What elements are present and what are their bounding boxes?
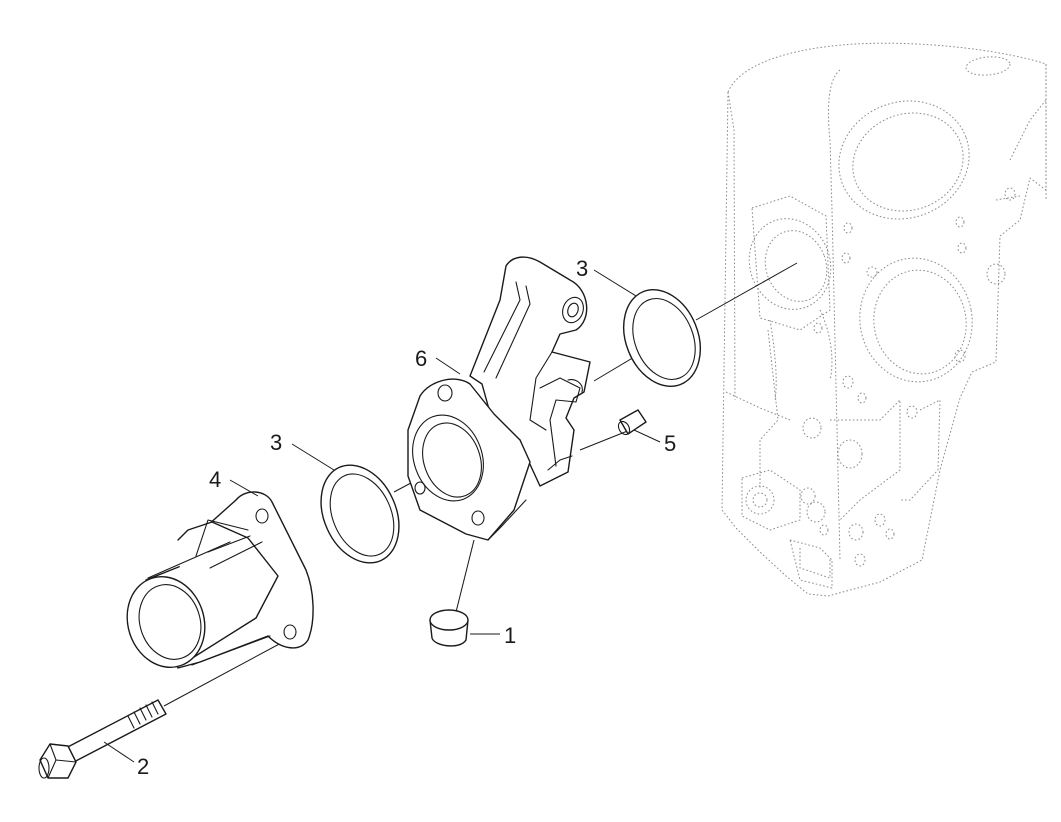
callout-3-right: 3 bbox=[576, 256, 588, 281]
plug-part-1 bbox=[429, 609, 469, 647]
callout-3-left: 3 bbox=[270, 430, 282, 455]
seal-ring-left bbox=[320, 464, 400, 564]
callout-4: 4 bbox=[209, 467, 221, 492]
housing-part-6 bbox=[407, 256, 591, 541]
dowel-pin-part-5 bbox=[617, 409, 647, 436]
outlet-pipe-part-4 bbox=[126, 491, 314, 669]
callout-5: 5 bbox=[664, 431, 676, 456]
seal-ring-right bbox=[623, 289, 701, 387]
engine-block-phantom bbox=[721, 42, 1047, 597]
bolt-part-2 bbox=[38, 699, 167, 779]
callout-1: 1 bbox=[504, 623, 516, 648]
callout-6: 6 bbox=[415, 346, 427, 371]
leader-lines bbox=[103, 269, 661, 763]
callout-2: 2 bbox=[137, 754, 149, 779]
